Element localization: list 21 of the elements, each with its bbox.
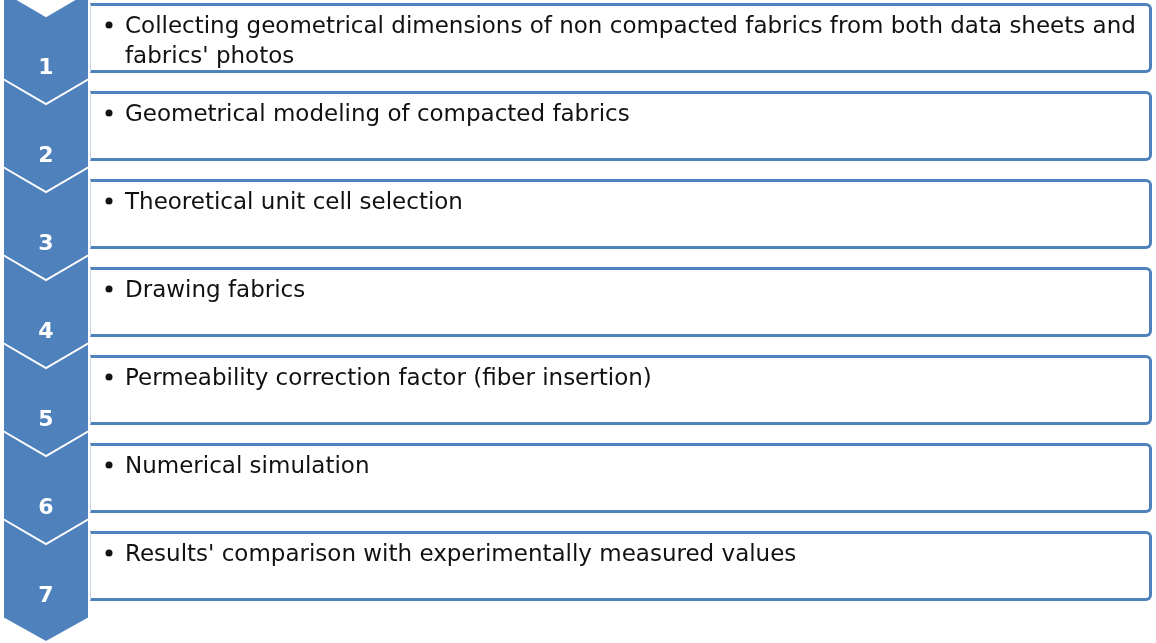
step-number: 2	[37, 142, 55, 167]
step-number: 6	[37, 494, 55, 519]
step-text: Drawing fabrics	[125, 275, 306, 304]
step-box	[90, 443, 1152, 513]
step-text: Permeability correction factor (fiber insertion)	[125, 363, 652, 392]
step-box	[90, 179, 1152, 249]
step-text: Geometrical modeling of compacted fabrics	[125, 99, 630, 128]
step-text: Numerical simulation	[125, 451, 370, 480]
step-box	[90, 355, 1152, 425]
step-number: 7	[37, 582, 55, 607]
step-number: 5	[37, 406, 55, 431]
step-number: 4	[37, 318, 55, 343]
step-box	[90, 531, 1152, 601]
step-text: Theoretical unit cell selection	[125, 187, 463, 216]
step-box	[90, 267, 1152, 337]
step-text: Collecting geometrical dimensions of non compacted fabrics from both data sheets and fabrics' photos	[125, 11, 1137, 70]
step-box	[90, 91, 1152, 161]
step-number: 1	[37, 54, 55, 79]
step-box	[90, 3, 1152, 73]
step-number: 3	[37, 230, 55, 255]
step-text: Results' comparison with experimentally measured values	[125, 539, 797, 568]
